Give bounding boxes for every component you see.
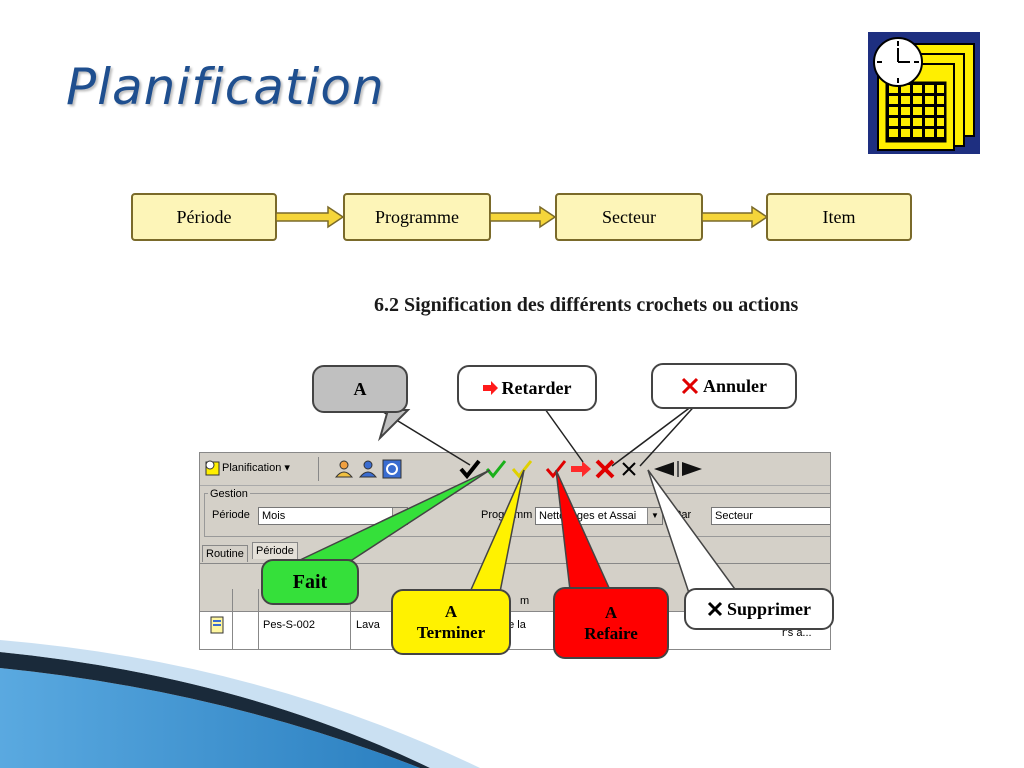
arrow-red-icon[interactable] (570, 460, 592, 478)
arrow-red-icon (482, 381, 498, 395)
check-red-icon[interactable] (544, 458, 568, 480)
callout-terminer-line1: A (444, 601, 458, 621)
planification-menu-button[interactable]: Planification ▾ (222, 462, 290, 474)
chevron-down-icon[interactable]: ▼ (392, 508, 407, 524)
cross-black-icon[interactable] (620, 460, 638, 478)
par-select-value: Secteur (715, 510, 753, 522)
callout-terminer-line2: Terminer (416, 623, 486, 642)
par-select[interactable]: Secteur (711, 507, 830, 525)
par-label: Par (674, 509, 692, 521)
callout-terminer: A Terminer (391, 589, 511, 655)
user-add-icon[interactable] (334, 459, 354, 479)
toolbar: Planification ▾ (200, 453, 830, 486)
callout-refaire-line1: A (604, 602, 618, 622)
check-black-icon[interactable] (458, 458, 482, 480)
flow-step-secteur: Secteur (555, 193, 703, 241)
row-label-a: Lava (356, 619, 380, 631)
check-yellow-icon[interactable] (510, 458, 534, 480)
refresh-icon[interactable] (382, 459, 402, 479)
flow-step-periode: Période (131, 193, 277, 241)
grid-header-fragment: m (520, 595, 530, 607)
flow-arrow-icon (702, 205, 768, 229)
callout-annuler: Annuler (651, 363, 797, 409)
callout-retarder-label: Retarder (501, 377, 572, 398)
periode-select[interactable]: Mois ▼ (258, 507, 408, 525)
callout-supprimer-label: Supprimer (726, 598, 811, 619)
slide-title: Planification (66, 58, 385, 116)
cross-red-icon (681, 377, 699, 395)
periode-label: Période (212, 509, 250, 521)
programme-select-value: Nettoyages et Assai (539, 510, 637, 522)
periode-select-value: Mois (262, 510, 286, 522)
gestion-label: Gestion (208, 488, 250, 500)
section-subtitle: 6.2 Signification des différents crochet… (374, 294, 799, 316)
callout-supprimer: Supprimer (684, 588, 834, 630)
tab-routine[interactable]: Routine (202, 545, 248, 562)
callout-refaire: A Refaire (553, 587, 669, 659)
programme-select[interactable]: Nettoyages et Assai ▼ (535, 507, 663, 525)
nav-arrows-icon[interactable] (650, 460, 706, 478)
flow-arrow-icon (490, 205, 556, 229)
calendar-clock-icon (868, 32, 980, 154)
flow-arrow-icon (276, 205, 344, 229)
user-icon[interactable] (358, 459, 378, 479)
chevron-down-icon[interactable]: ▼ (647, 508, 662, 524)
callout-retarder: Retarder (457, 365, 597, 411)
callout-fait: Fait (261, 559, 359, 605)
planification-icon (205, 460, 220, 476)
flow-step-item: Item (766, 193, 912, 241)
cross-black-icon (707, 601, 723, 617)
flow-step-programme: Programme (343, 193, 491, 241)
tab-periode[interactable]: Période (252, 542, 298, 559)
check-green-icon[interactable] (484, 458, 508, 480)
document-icon (210, 616, 224, 634)
callout-annuler-label: Annuler (702, 375, 767, 396)
callout-refaire-line2: Refaire (584, 624, 638, 643)
row-tail: r's a... (782, 627, 812, 639)
callout-a: A (312, 365, 408, 413)
row-code: Pes-S-002 (263, 619, 315, 631)
programme-label: Programm (481, 509, 533, 521)
cross-red-icon[interactable] (594, 458, 616, 480)
